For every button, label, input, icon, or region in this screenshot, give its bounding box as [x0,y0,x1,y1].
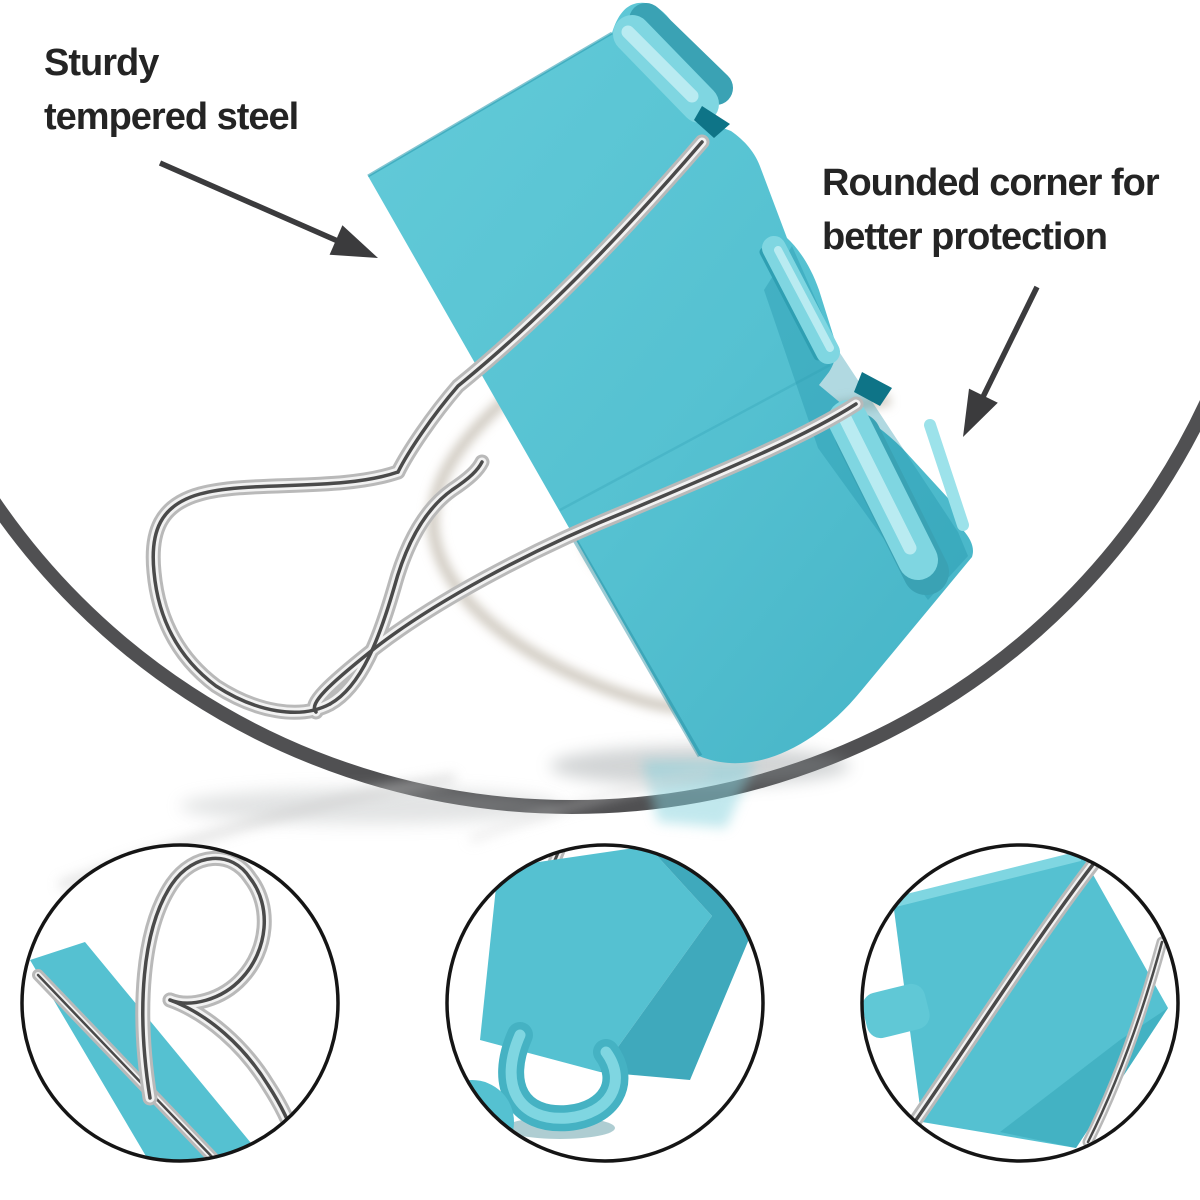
callout-line: better protection [822,216,1108,258]
callout-line: tempered steel [44,96,299,138]
callout-sturdy-steel: Sturdy tempered steel [44,36,299,144]
inset-handle-wire-detail [20,843,340,1163]
clip-top-rolled-edge [613,3,733,138]
arrow-to-rounded-corner [963,285,1040,437]
callout-rounded-corner: Rounded corner for better protection [822,156,1160,264]
clip-rounded-corner-roll [828,372,969,595]
inset-corner-with-wire-detail [860,843,1180,1163]
clip-fold-bevel [759,236,840,364]
binder-clip-body [367,2,973,764]
front-handle-wire [145,134,864,720]
callout-line: Rounded corner for [822,162,1160,204]
inset-rounded-corner-fold-detail [445,843,765,1163]
arrow-to-clip-body [158,160,378,258]
callout-arrows [158,160,1040,437]
clip-silhouette [368,2,973,764]
callout-line: Sturdy [44,42,159,84]
